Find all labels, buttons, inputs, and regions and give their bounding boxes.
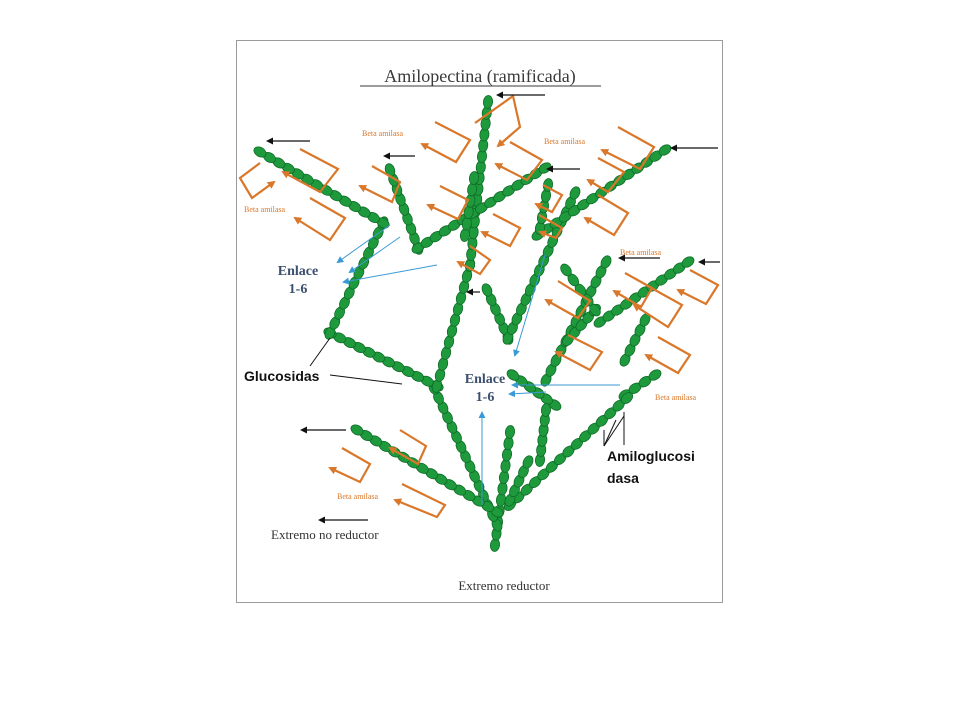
glucose-chain xyxy=(504,455,534,507)
beta-amilasa-label-4: Beta amilasa xyxy=(620,248,662,257)
glucose-chain xyxy=(503,392,634,511)
extremo-reductor-label: Extremo reductor xyxy=(458,578,550,593)
beta-amilasa-arrow xyxy=(281,148,340,194)
beta-amilasa-arrow xyxy=(586,157,626,194)
beta-amilasa-arrow xyxy=(426,185,470,221)
glucose-chain xyxy=(464,95,494,272)
beta-amilasa-arrow xyxy=(393,483,447,519)
glucose-chain xyxy=(350,424,504,518)
amiloglucosidasa-label-line2: dasa xyxy=(607,470,639,486)
glucose-unit xyxy=(560,263,572,277)
beta-amilasa-label-6: Beta amilasa xyxy=(337,492,379,501)
enlace-arrow xyxy=(342,264,438,285)
glucose-unit xyxy=(600,255,612,269)
extremo-no-reductor-label: Extremo no reductor xyxy=(271,527,379,542)
glucose-unit xyxy=(620,392,634,404)
beta-amilasa-arrow xyxy=(538,214,564,240)
enlace-label-center-line1: Enlace xyxy=(465,372,505,387)
label-pointer-line xyxy=(603,415,625,447)
glucose-unit xyxy=(253,146,267,158)
enlace-arrow xyxy=(336,224,391,264)
glucose-chain xyxy=(593,256,695,328)
glucosidas-label: Glucosidas xyxy=(244,368,320,384)
enlace-arrow xyxy=(513,254,546,357)
glucose-unit xyxy=(481,283,493,297)
beta-amilasa-arrow xyxy=(480,213,522,248)
enlace-label-left-line1: Enlace xyxy=(278,264,318,279)
glucose-unit xyxy=(504,425,516,439)
beta-amilasa-arrow xyxy=(600,126,656,171)
glucose-unit xyxy=(482,95,494,109)
glucose-unit xyxy=(648,369,662,381)
enlace-arrow xyxy=(348,236,401,274)
glucose-chain xyxy=(531,144,672,241)
beta-amilasa-arrow xyxy=(632,284,684,329)
beta-amilasa-arrow xyxy=(494,141,544,182)
beta-amilasa-label-2: Beta amilasa xyxy=(544,137,586,146)
beta-amilasa-arrow xyxy=(544,280,592,320)
beta-amilasa-arrow xyxy=(456,245,492,276)
glucose-chain xyxy=(431,258,476,393)
beta-amilasa-label-1: Beta amilasa xyxy=(362,129,404,138)
glucose-unit xyxy=(468,171,480,185)
glucose-chain xyxy=(506,369,562,411)
glucose-unit xyxy=(569,186,581,200)
arrows xyxy=(238,91,720,524)
glucose-chain xyxy=(459,171,480,242)
glucose-chain xyxy=(502,186,581,345)
beta-amilasa-arrow xyxy=(474,94,522,148)
beta-amilasa-arrow xyxy=(644,336,692,375)
beta-amilasa-label-3: Beta amilasa xyxy=(244,205,286,214)
label-pointer-line xyxy=(603,419,617,447)
beta-amilasa-arrow xyxy=(388,429,428,466)
glucose-chain xyxy=(323,327,444,392)
glucose-unit xyxy=(506,369,520,381)
beta-amilasa-arrow xyxy=(358,165,402,204)
beta-amilasa-arrow xyxy=(676,269,720,306)
beta-amilasa-arrow xyxy=(612,272,654,309)
beta-amilasa-arrow xyxy=(583,194,630,237)
label-pointer-line xyxy=(309,337,331,367)
glucose-chain xyxy=(534,403,552,467)
glucose-chain xyxy=(481,283,514,345)
glucose-unit xyxy=(522,455,534,469)
enlace-arrow xyxy=(508,390,547,398)
glucose-unit xyxy=(384,163,396,177)
label-pointer-line xyxy=(329,374,403,385)
diagram-title: Amilopectina (ramificada) xyxy=(384,66,575,87)
enlace-label-center-line2: 1-6 xyxy=(476,390,495,405)
beta-amilasa-arrow xyxy=(554,334,604,372)
glucose-unit xyxy=(350,424,364,436)
glucose-unit xyxy=(540,403,552,417)
glucose-chain xyxy=(619,313,651,367)
beta-amilasa-arrow xyxy=(328,447,372,484)
beta-amilasa-arrow xyxy=(534,184,564,214)
beta-amilasa-label-5: Beta amilasa xyxy=(655,393,697,402)
beta-amilasa-arrow xyxy=(238,162,276,200)
glucose-unit xyxy=(681,256,695,268)
beta-amilasa-arrow xyxy=(420,121,472,164)
amiloglucosidasa-label-line1: Amiloglucosi xyxy=(607,448,695,464)
enlace-label-left-line2: 1-6 xyxy=(289,282,308,297)
glucose-chain xyxy=(253,146,390,229)
beta-amilasa-arrow xyxy=(293,197,347,242)
